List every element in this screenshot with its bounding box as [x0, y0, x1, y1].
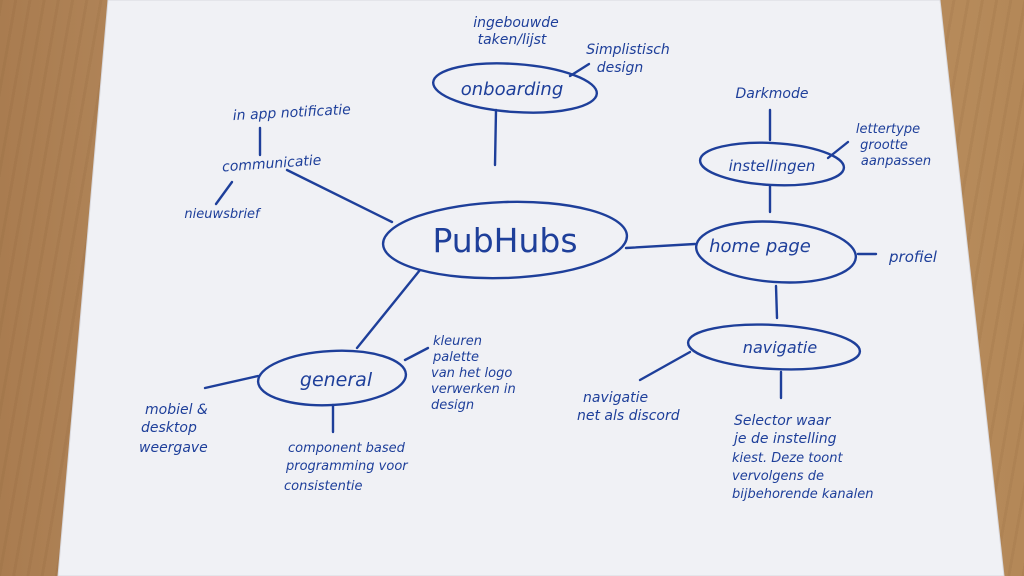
- line-center-general: [355, 268, 422, 350]
- leaf-lettertype-1: lettertype: [856, 122, 920, 137]
- leaf-mobiel-3: weergave: [139, 440, 208, 456]
- line-center-onboarding: [493, 108, 498, 167]
- leaf-kleuren-1: kleuren: [433, 334, 482, 349]
- leaf-nav-discord-2: net als discord: [577, 408, 680, 424]
- leaf-simplistisch-1: Simplistisch: [586, 42, 670, 58]
- leaf-darkmode: Darkmode: [736, 86, 809, 102]
- leaf-component-3: consistentie: [284, 479, 363, 494]
- general-node-label: general: [300, 369, 373, 391]
- leaf-component-2: programming voor: [285, 459, 409, 474]
- line-center-communicatie: [285, 168, 394, 224]
- leaf-kleuren-4: verwerken in: [431, 382, 516, 397]
- communicatie-node-label: communicatie: [222, 153, 322, 176]
- instellingen-ellipse: [698, 141, 846, 187]
- line-homepage-navigatie: [774, 284, 779, 320]
- line-general-kleuren: [403, 346, 430, 362]
- leaf-profiel: profiel: [888, 248, 938, 266]
- homepage-ellipse: [694, 220, 858, 284]
- homepage-node-label: home page: [709, 236, 811, 257]
- center-ellipse: [381, 200, 629, 280]
- leaf-nieuwsbrief: nieuwsbrief: [184, 207, 262, 222]
- paper-edge: [57, 0, 1005, 576]
- leaf-selector-4: vervolgens de: [732, 469, 824, 484]
- navigatie-node-label: navigatie: [743, 338, 818, 357]
- onboarding-node-label: onboarding: [461, 79, 564, 100]
- leaf-ingebouwde-1: ingebouwde: [473, 15, 559, 31]
- line-general-mobiel: [203, 374, 260, 390]
- paper-sheet: [58, 0, 1004, 576]
- node-ellipses: [256, 62, 862, 407]
- instellingen-node-label: instellingen: [729, 157, 816, 175]
- leaf-lettertype-2: grootte: [860, 138, 908, 153]
- leaf-kleuren-2: palette: [432, 350, 479, 365]
- line-center-homepage: [624, 242, 697, 250]
- leaf-kleuren-3: van het logo: [431, 366, 512, 381]
- navigatie-ellipse: [686, 323, 862, 371]
- leaf-kleuren-5: design: [431, 398, 474, 413]
- leaf-in-app-notificatie: in app notificatie: [232, 102, 351, 124]
- leaf-selector-5: bijbehorende kanalen: [732, 487, 873, 502]
- leaf-nav-discord-1: navigatie: [583, 390, 648, 406]
- leaf-simplistisch-2: design: [597, 60, 643, 76]
- leaf-mobiel-1: mobiel &: [145, 402, 208, 418]
- connector-lines: [203, 62, 878, 434]
- leaf-lettertype-3: aanpassen: [861, 154, 931, 169]
- onboarding-ellipse: [431, 62, 599, 114]
- leaf-selector-3: kiest. Deze toont: [732, 451, 843, 466]
- leaf-selector-1: Selector waar: [734, 413, 832, 429]
- leaf-selector-2: je de instelling: [732, 431, 837, 447]
- center-node-label: PubHubs: [432, 221, 577, 260]
- leaf-ingebouwde-2: taken/lijst: [478, 32, 547, 48]
- leaf-mobiel-2: desktop: [141, 420, 197, 436]
- line-communicatie-nieuwsbrief: [214, 180, 234, 206]
- line-navigatie-discord: [638, 350, 692, 382]
- general-ellipse: [256, 349, 408, 407]
- leaf-component-1: component based: [288, 441, 406, 456]
